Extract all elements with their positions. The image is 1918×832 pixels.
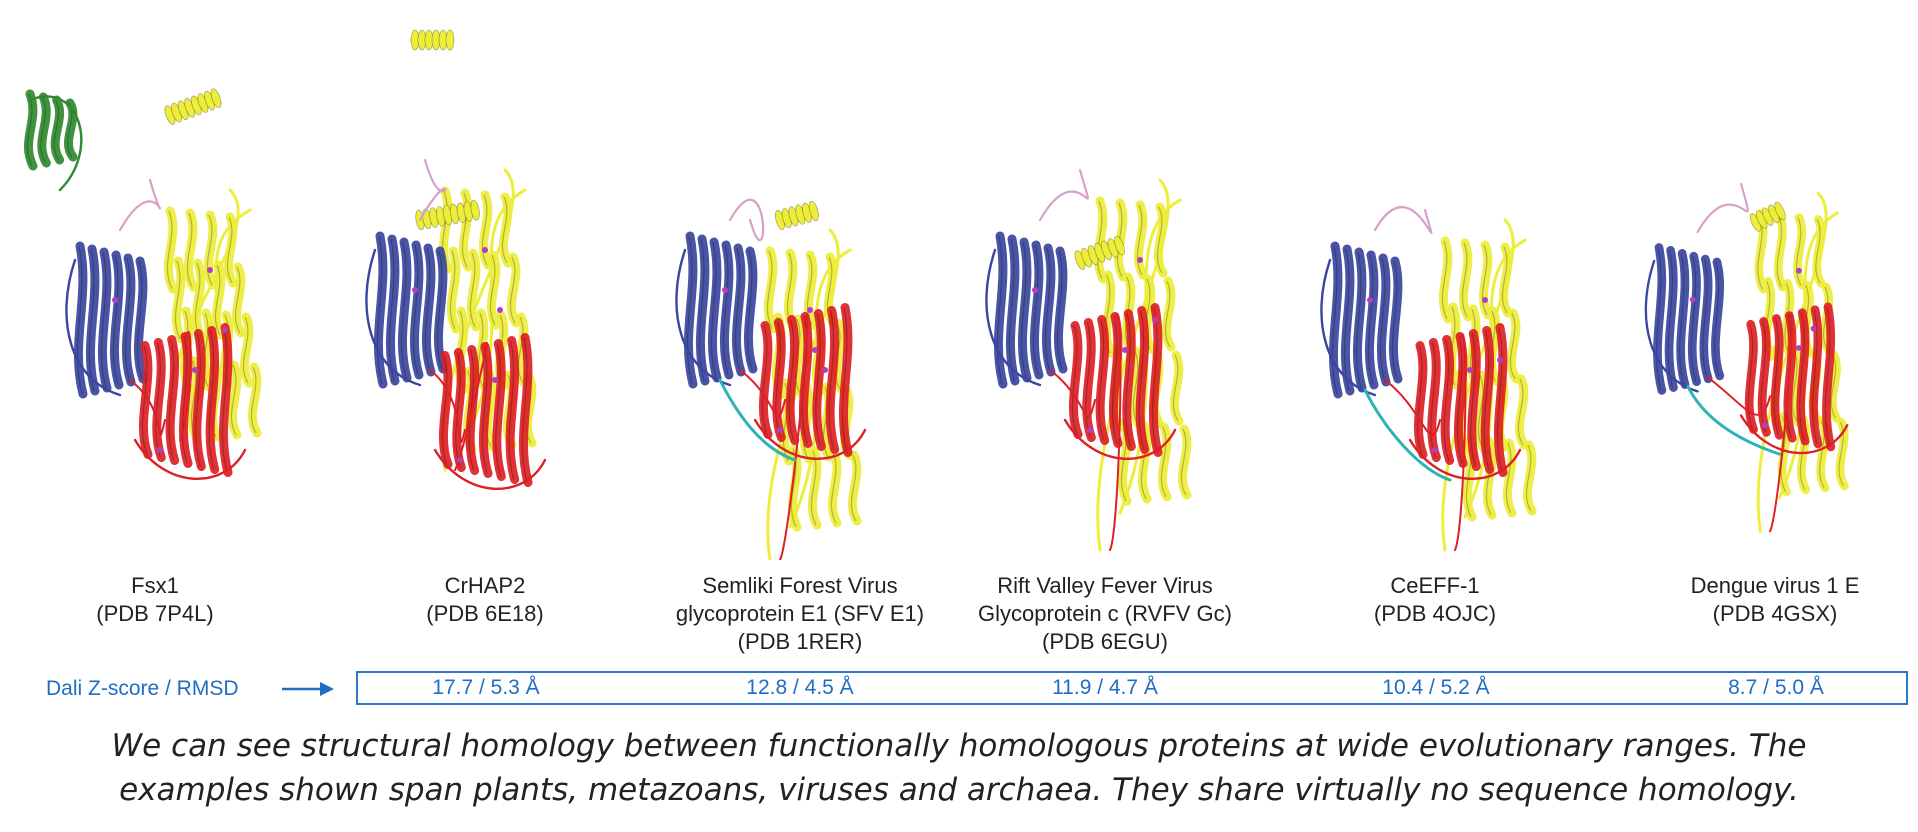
protein-name: CrHAP2 — [444, 573, 526, 598]
caption-line-1: We can see structural homology between f… — [111, 728, 1807, 764]
protein-name: Dengue virus 1 E — [1690, 573, 1860, 598]
protein-name: Rift Valley Fever Virus — [997, 573, 1213, 598]
figure-caption: We can see structural homology between f… — [20, 724, 1898, 812]
rvfv-gc-structure-image — [970, 20, 1260, 560]
protein-name: Fsx1 — [131, 573, 179, 598]
pdb-id: (PDB 6E18) — [426, 601, 544, 626]
score-crhap2: 17.7 / 5.3 Å — [432, 676, 540, 699]
pdb-id: (PDB 7P4L) — [96, 601, 214, 626]
protein-name-line2: glycoprotein E1 (SFV E1) — [675, 601, 925, 626]
pdb-id: (PDB 1RER) — [737, 629, 863, 654]
rvfv-gc-label: Rift Valley Fever Virus Glycoprotein c (… — [960, 572, 1250, 656]
pdb-id: (PDB 4GSX) — [1712, 601, 1838, 626]
score-rvfv-gc: 11.9 / 4.7 Å — [1052, 676, 1158, 699]
score-sfv-e1: 12.8 / 4.5 Å — [746, 676, 854, 699]
right-arrow-icon — [282, 682, 334, 696]
protein-name: Semliki Forest Virus — [702, 573, 898, 598]
crhap2-label: CrHAP2 (PDB 6E18) — [390, 572, 580, 628]
ceeff1-structure-image — [1280, 20, 1580, 560]
dengue-e-structure-image — [1630, 20, 1910, 560]
sfv-e1-label: Semliki Forest Virus glycoprotein E1 (SF… — [660, 572, 940, 656]
protein-name-line2: Glycoprotein c (RVFV Gc) — [978, 601, 1232, 626]
score-ceeff1: 10.4 / 5.2 Å — [1382, 676, 1490, 699]
pdb-id: (PDB 6EGU) — [1042, 629, 1168, 654]
score-dengue-e: 8.7 / 5.0 Å — [1728, 676, 1824, 699]
ceeff1-label: CeEFF-1 (PDB 4OJC) — [1340, 572, 1530, 628]
caption-line-2: examples shown span plants, metazoans, v… — [119, 772, 1799, 808]
dali-score-box — [356, 671, 1908, 705]
fsx1-structure-image — [10, 20, 300, 560]
protein-name: CeEFF-1 — [1390, 573, 1480, 598]
sfv-e1-structure-image — [660, 20, 950, 560]
fsx1-label: Fsx1 (PDB 7P4L) — [60, 572, 250, 628]
dali-score-label: Dali Z-score / RMSD — [46, 677, 239, 700]
pdb-id: (PDB 4OJC) — [1373, 601, 1497, 626]
dengue-e-label: Dengue virus 1 E (PDB 4GSX) — [1660, 572, 1890, 628]
crhap2-structure-image — [340, 20, 630, 560]
